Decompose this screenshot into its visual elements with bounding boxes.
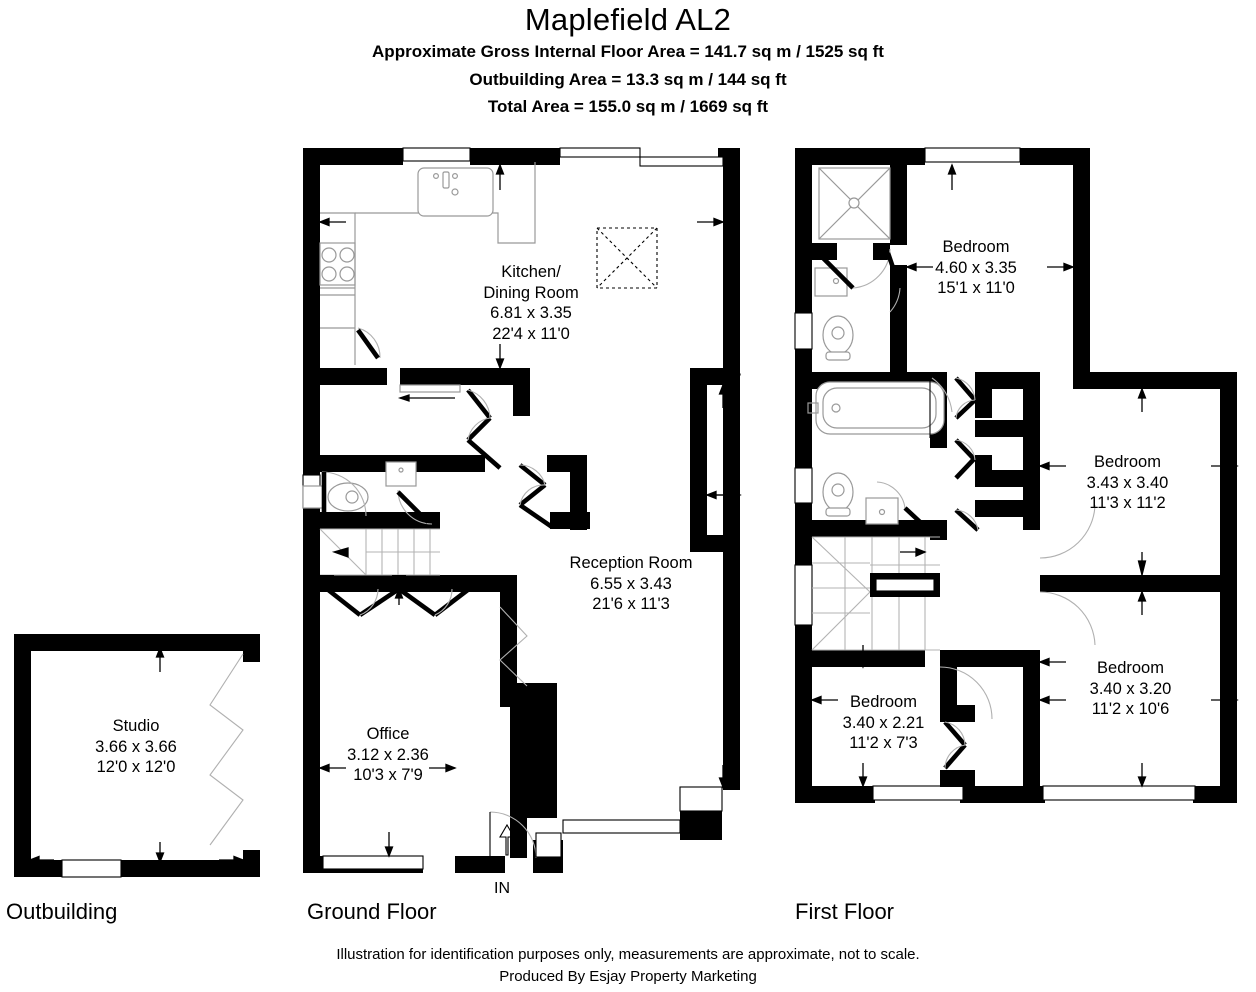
kitchen-metric: 6.81 x 3.35 (490, 304, 572, 322)
total-area: Total Area = 155.0 sq m / 1669 sq ft (487, 97, 769, 116)
reception-metric: 6.55 x 3.43 (590, 574, 672, 593)
bedroom4-metric: 3.40 x 2.21 (842, 713, 925, 732)
office-bifold-doors (320, 575, 476, 617)
office-imperial: 10'3 x 7'9 (353, 766, 423, 784)
kitchen-name-line1: Kitchen/ (501, 263, 561, 281)
kitchen-name-line2: Dining Room (483, 283, 579, 302)
room-label-bedroom-2: Bedroom 3.43 x 3.40 11'3 x 11'2 (1040, 452, 1215, 514)
dimension-arrows-outbuilding (28, 646, 245, 865)
disclaimer-text: Illustration for identification purposes… (336, 946, 920, 963)
room-label-office: Office 3.12 x 2.36 10'3 x 7'9 (288, 724, 488, 786)
bifold-hall-doors (466, 388, 502, 470)
bedroom1-imperial: 15'1 x 11'0 (937, 279, 1015, 297)
bedroom4-imperial: 11'2 x 7'3 (849, 734, 918, 752)
dimension-arrows-first (810, 163, 1239, 788)
ground-floor-label: Ground Floor (307, 899, 437, 924)
bedroom2-metric: 3.43 x 3.40 (1086, 473, 1169, 492)
studio-metric: 3.66 x 3.66 (95, 737, 177, 756)
bedroom2-name: Bedroom (1094, 453, 1161, 471)
room-label-reception: Reception Room 6.55 x 3.43 21'6 x 11'3 (531, 553, 731, 615)
staircase-ground (319, 528, 440, 576)
room-label-bedroom-3: Bedroom 3.40 x 3.20 11'2 x 10'6 (1043, 658, 1218, 720)
bifold-reception-doors (518, 463, 554, 529)
gross-internal-area: Approximate Gross Internal Floor Area = … (372, 42, 884, 61)
room-label-bedroom-4: Bedroom 3.40 x 2.21 11'2 x 7'3 (796, 692, 971, 754)
kitchen-imperial: 22'4 x 11'0 (492, 324, 570, 343)
producer-text: Produced By Esjay Property Marketing (499, 968, 757, 985)
bedroom3-imperial: 11'2 x 10'6 (1091, 700, 1170, 718)
entrance-arrow (499, 823, 515, 856)
first-floor-label: First Floor (795, 899, 894, 924)
office-metric: 3.12 x 2.36 (347, 745, 429, 764)
bed4-bifold-doors (943, 720, 967, 770)
first-floor-plan (794, 147, 1239, 803)
bedroom3-metric: 3.40 x 3.20 (1089, 679, 1172, 698)
room-label-kitchen: Kitchen/ Dining Room 6.81 x 3.35 22'4 x … (431, 262, 631, 344)
bedroom3-name: Bedroom (1097, 659, 1164, 677)
studio-imperial: 12'0 x 12'0 (96, 758, 176, 776)
outbuilding-floor-label: Outbuilding (6, 899, 118, 924)
reception-name: Reception Room (569, 554, 693, 572)
bedroom1-metric: 4.60 x 3.35 (935, 258, 1017, 277)
entrance-label: IN (494, 880, 510, 897)
landing-doors (929, 376, 980, 532)
outbuilding-area: Outbuilding Area = 13.3 sq m / 144 sq ft (469, 70, 787, 89)
bedroom4-name: Bedroom (850, 693, 917, 711)
studio-name: Studio (112, 717, 160, 735)
bedroom1-name: Bedroom (942, 238, 1010, 256)
outbuilding-plan (14, 634, 260, 878)
shower-tray-ensuite (818, 167, 891, 240)
room-label-studio: Studio 3.66 x 3.66 12'0 x 12'0 (36, 716, 236, 778)
office-name: Office (366, 725, 410, 743)
dimension-arrows-ground (318, 163, 742, 858)
ground-floor-plan (302, 147, 742, 873)
room-label-bedroom-1: Bedroom 4.60 x 3.35 15'1 x 11'0 (881, 237, 1071, 299)
reception-imperial: 21'6 x 11'3 (592, 595, 670, 613)
page-title: Maplefield AL2 (524, 2, 732, 37)
sink-taps (433, 171, 459, 196)
bedroom2-imperial: 11'3 x 11'2 (1089, 494, 1166, 512)
bathtub (807, 381, 945, 435)
bifold-door-studio (209, 653, 244, 846)
